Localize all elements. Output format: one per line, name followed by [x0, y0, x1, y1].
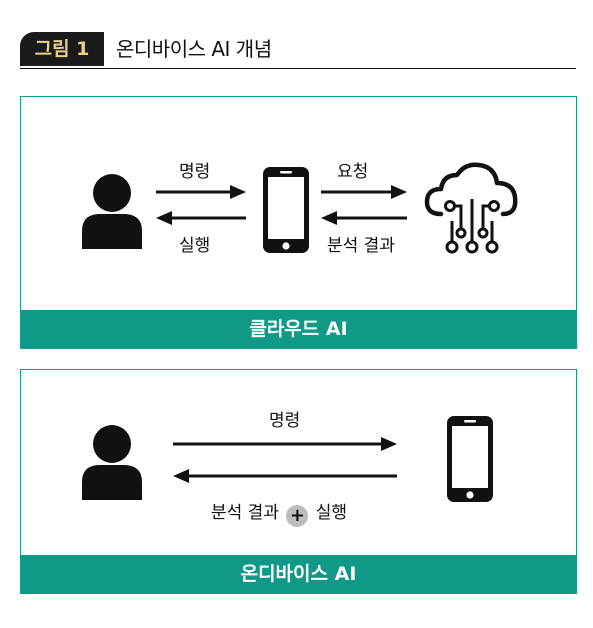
figure-badge: 그림 1	[20, 32, 104, 66]
result-arrow-left	[321, 211, 407, 225]
on-device-ai-footer: 온디바이스 AI	[21, 555, 576, 593]
cloud-ai-footer: 클라우드 AI	[21, 310, 576, 348]
cloud-network-icon	[424, 162, 518, 254]
plus-icon: +	[286, 505, 309, 527]
user-icon	[82, 174, 142, 249]
figure-header: 그림 1 온디바이스 AI 개념	[20, 30, 576, 69]
analysis-result-text: 분석 결과	[211, 503, 279, 523]
command-arrow-right	[156, 185, 246, 199]
execute-arrow-left	[156, 211, 246, 225]
command-label: 명령	[179, 162, 211, 182]
smartphone-icon	[447, 416, 493, 502]
on-device-ai-panel: 명령 분석 결과 + 실행 온디바이스 AI	[20, 369, 577, 594]
figure-title: 온디바이스 AI 개념	[116, 37, 272, 61]
user-icon	[82, 425, 142, 500]
request-label: 요청	[337, 162, 369, 182]
command-label: 명령	[269, 411, 301, 431]
execute-label: 실행	[179, 236, 211, 256]
command-arrow-right	[173, 437, 397, 451]
result-and-execute-label: 분석 결과 + 실행	[211, 498, 347, 527]
result-execute-arrow-left	[173, 469, 397, 483]
request-arrow-right	[321, 185, 407, 199]
execute-text: 실행	[315, 503, 348, 523]
analysis-result-label: 분석 결과	[327, 236, 395, 256]
cloud-ai-panel: 명령 실행 요청 분석 결과 클라우드 AI	[20, 96, 577, 349]
smartphone-icon	[263, 167, 309, 253]
